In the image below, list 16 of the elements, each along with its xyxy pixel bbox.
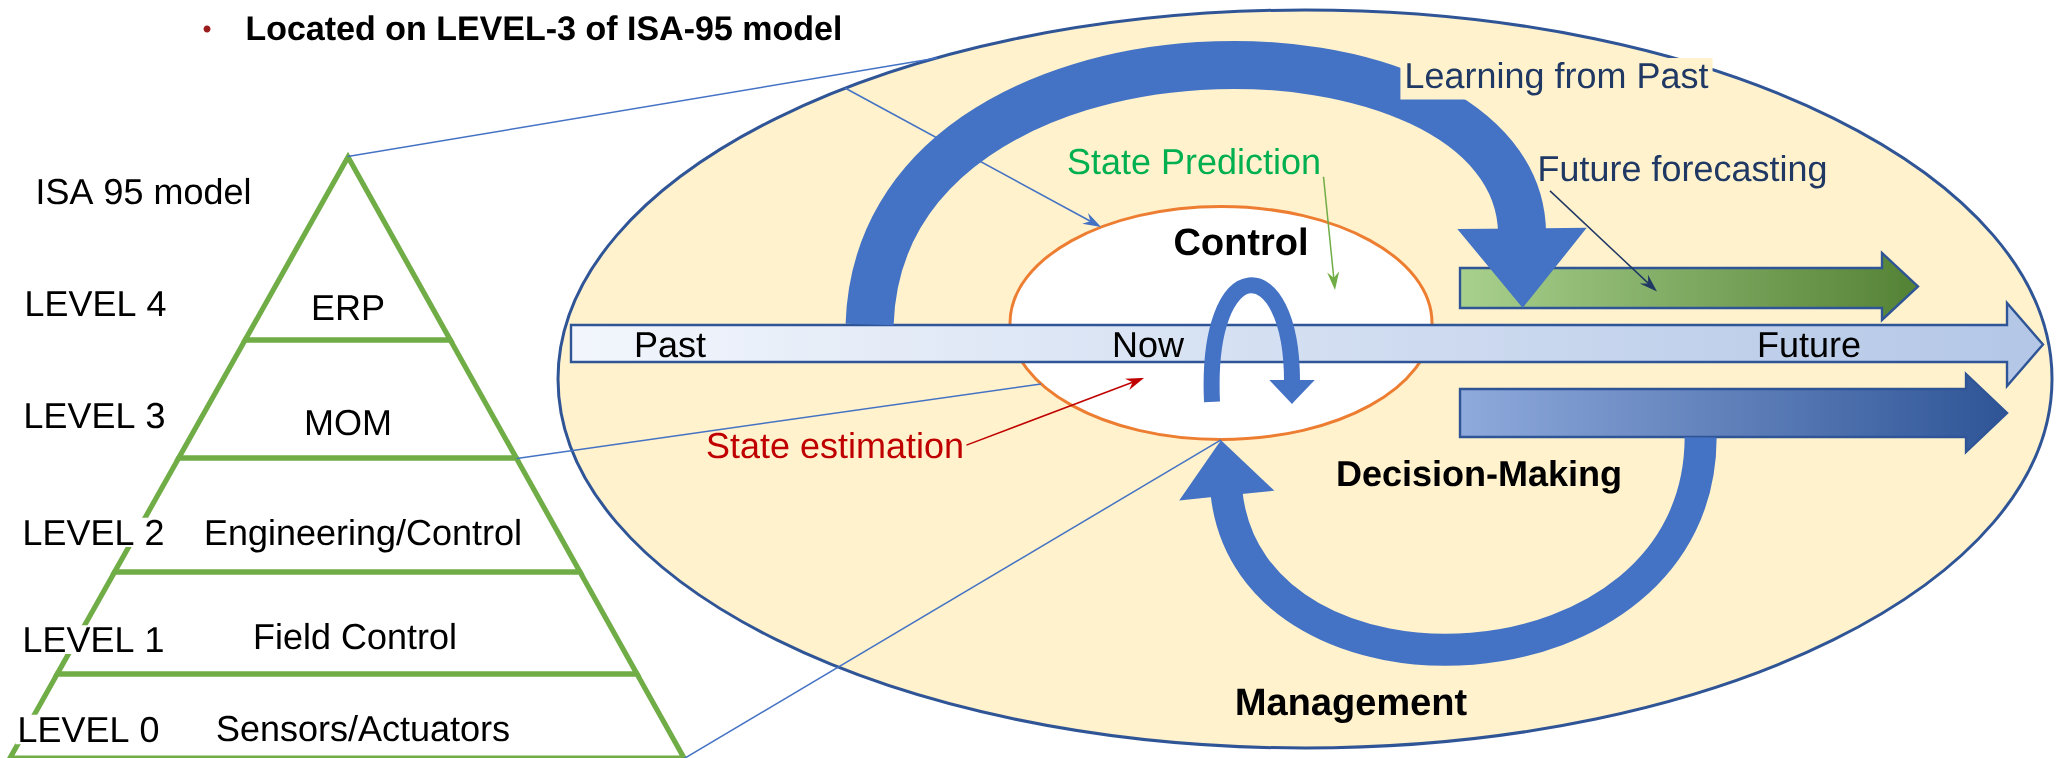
timeline-label: Future [1759,332,1860,358]
forecast-text: Future forecasting [1540,154,1826,189]
level-label: LEVEL 1 [20,625,167,654]
level-label: LEVEL 4 [22,289,169,318]
timeline-label: Past [636,332,706,358]
level-label: LEVEL 0 [15,714,162,745]
projection-line [346,57,938,158]
level-label: LEVEL 2 [20,517,167,547]
prediction-text: State Prediction [1068,147,1319,175]
projection-line [515,383,1042,460]
projection-line [683,439,1222,758]
level-label: LEVEL 3 [21,400,168,431]
edge-label: Learning from Past [1400,57,1713,100]
estimation-text: State estimation [707,431,962,459]
timeline-label: Now [1114,332,1185,358]
edge-label: Decision-Making [1332,455,1627,498]
